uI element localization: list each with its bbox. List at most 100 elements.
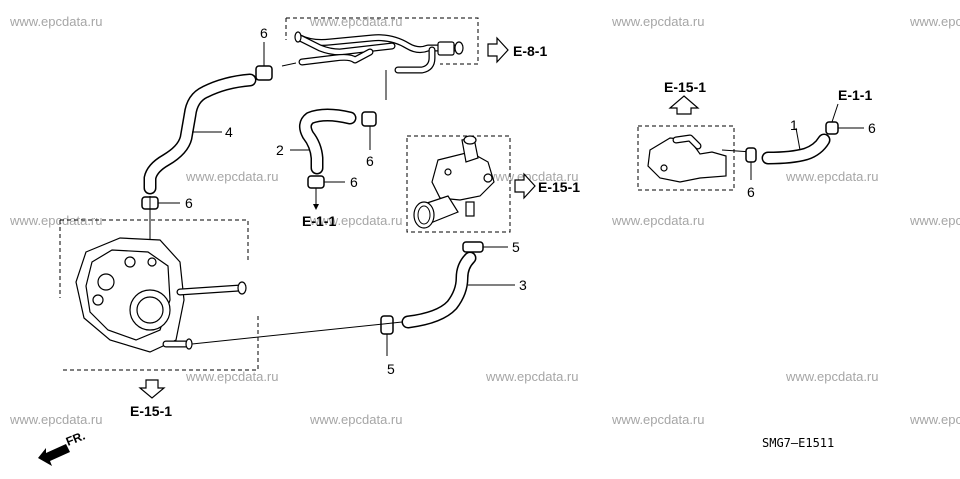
clamp-6f: 6 E-1-1 (825, 87, 876, 136)
hose-4: 4 (143, 73, 257, 195)
hose-1: 1 (761, 117, 831, 165)
watermark: www.epcdata.ru (909, 412, 960, 427)
watermark: www.epcdata.ru (611, 213, 705, 228)
callout-6d[interactable]: 6 (350, 174, 358, 190)
front-arrow-icon (38, 444, 70, 466)
leader-line (795, 127, 801, 151)
watermark: www.epcdata.ru (785, 369, 879, 384)
callout-6b[interactable]: 6 (185, 195, 193, 211)
dashed-frame (637, 125, 735, 191)
ref-label-e11-right[interactable]: E-1-1 (838, 87, 872, 103)
up-arrow-icon (668, 95, 700, 115)
callout-6a[interactable]: 6 (260, 25, 268, 41)
diagram-code: SMG7—E1511 (762, 436, 834, 450)
watermark: www.epcdata.ru (185, 169, 279, 184)
ref-label-e151-bottom[interactable]: E-15-1 (130, 403, 172, 419)
engine-housing-e151 (59, 196, 403, 371)
watermark: www.epcdata.ru (785, 169, 879, 184)
leader-line (831, 103, 839, 123)
callout-6c[interactable]: 6 (366, 153, 374, 169)
watermark: www.epcdata.ru (611, 412, 705, 427)
hose-clamp (745, 147, 757, 163)
watermark: www.epcdata.ru (485, 169, 579, 184)
down-arrow-icon (138, 379, 166, 399)
metal-pipe-inner (299, 49, 373, 65)
callout-6e[interactable]: 6 (747, 184, 755, 200)
outlet-pipe-inner (177, 285, 243, 295)
ref-arrow-e151-bottom[interactable]: E-15-1 (130, 379, 172, 419)
bolt-hole (97, 273, 115, 291)
hose-clamp (462, 241, 484, 253)
leader-line (191, 321, 403, 345)
metal-pipe-inner (673, 135, 701, 149)
clamp-6e: 6 (745, 147, 757, 200)
ref-label-e151-top[interactable]: E-15-1 (664, 79, 706, 95)
ref-arrow-e151-right[interactable]: E-15-1 (514, 172, 580, 200)
front-indicator: FR. (38, 429, 87, 466)
ref-label-e151-right[interactable]: E-15-1 (538, 179, 580, 195)
pipe-end (454, 41, 464, 55)
rubber-hose-inner (300, 110, 355, 173)
hose-clamp (255, 65, 273, 81)
housing-bore-inner (136, 296, 164, 324)
bolt-hole (92, 294, 104, 306)
bolt-hole (124, 256, 136, 268)
clamp-6c: 6 (361, 111, 377, 169)
clamp-6d: 6 E-1-1 (302, 174, 358, 229)
down-arrow-icon (313, 204, 319, 210)
pipe-end (237, 281, 247, 295)
metal-pipe-inner (395, 47, 435, 73)
metal-pipe-inner (297, 35, 395, 55)
hose-clamp (380, 315, 394, 335)
clamp-5a: 5 (462, 239, 520, 255)
callout-5a[interactable]: 5 (512, 239, 520, 255)
rubber-hose-inner (763, 135, 829, 163)
callout-1[interactable]: 1 (790, 117, 798, 133)
bolt-hole (660, 164, 668, 172)
watermark: www.epcdata.ru (309, 14, 403, 29)
watermark: www.epcdata.ru (909, 14, 960, 29)
bolt-boss (483, 173, 493, 183)
watermark: www.epcdata.ru (9, 213, 103, 228)
bolt-boss (444, 168, 452, 176)
rubber-hose-inner (145, 75, 255, 193)
ref-label-e11-left[interactable]: E-1-1 (302, 213, 336, 229)
bolt-hole (147, 257, 157, 267)
right-arrow-icon (487, 36, 509, 64)
watermark: www.epcdata.ru (185, 369, 279, 384)
callout-3[interactable]: 3 (519, 277, 527, 293)
dashed-frame (406, 135, 511, 233)
right-assembly-e151 (637, 125, 753, 191)
hose-2: 2 (276, 108, 357, 175)
clamp-6a: 6 (255, 25, 273, 81)
callout-2[interactable]: 2 (276, 142, 284, 158)
ref-label-e81[interactable]: E-8-1 (513, 43, 547, 59)
housing-nipple (465, 201, 475, 217)
hose-clamp (361, 111, 377, 127)
watermark: www.epcdata.ru (309, 213, 403, 228)
pipe-assembly-e81 (281, 17, 479, 100)
outlet-bore (417, 205, 431, 225)
callout-4[interactable]: 4 (225, 124, 233, 140)
hose-clamp (307, 175, 325, 189)
watermark: www.epcdata.ru (485, 369, 579, 384)
housing-port (463, 135, 477, 145)
ref-arrow-e151-top[interactable]: E-15-1 (664, 79, 706, 115)
rubber-hose-inner (403, 253, 475, 327)
callout-6f[interactable]: 6 (868, 120, 876, 136)
watermark: www.epcdata.ru (9, 412, 103, 427)
leader-line (281, 62, 297, 67)
housing-body (647, 137, 727, 183)
pipe-end (185, 338, 193, 350)
thermostat-housing-e151 (406, 135, 511, 233)
hose-clamp (825, 121, 839, 135)
watermark: www.epcdata.ru (9, 14, 103, 29)
pipe-end (294, 31, 302, 43)
pipe-flange (437, 41, 455, 56)
ref-arrow-e81[interactable]: E-8-1 (487, 36, 547, 64)
callout-5b[interactable]: 5 (387, 361, 395, 377)
right-arrow-icon (514, 172, 536, 200)
watermark-layer: www.epcdata.ru www.epcdata.ru www.epcdat… (9, 14, 960, 427)
